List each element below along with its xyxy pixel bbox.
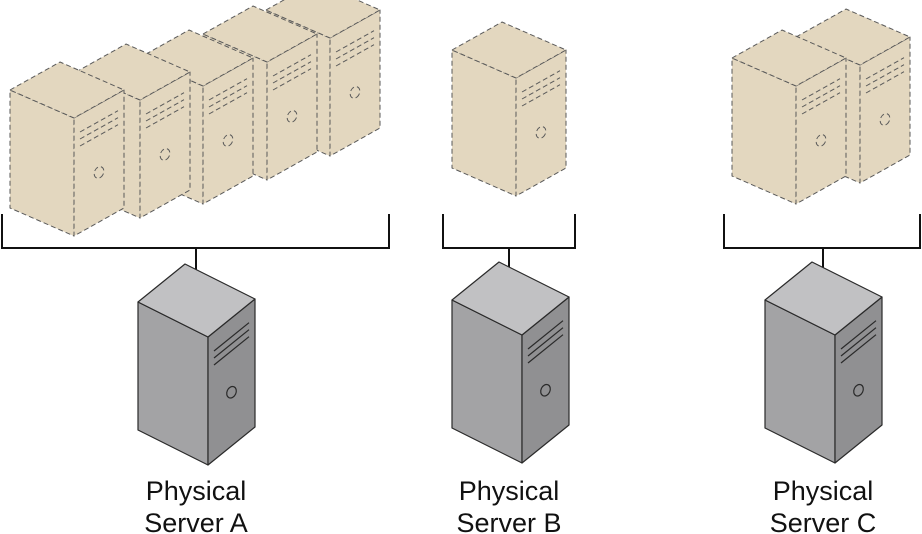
label-line-2: Server B: [456, 508, 561, 534]
physical-server-icon: [451, 261, 570, 464]
label-line-1: Physical: [146, 476, 247, 506]
physical-servers: [137, 261, 883, 466]
bracket: [442, 214, 576, 249]
bracket: [723, 214, 921, 249]
virtual-server-icon: [451, 21, 567, 197]
physical-server-icon: [137, 263, 256, 466]
label-physical-server-c: Physical Server C: [770, 476, 877, 534]
label-line-2: Server C: [770, 508, 877, 534]
virtual-servers: [9, 0, 911, 237]
label-physical-server-a: Physical Server A: [144, 476, 248, 534]
label-line-1: Physical: [773, 476, 874, 506]
label-line-1: Physical: [459, 476, 560, 506]
label-physical-server-b: Physical Server B: [456, 476, 561, 534]
virtual-server-icon: [731, 29, 847, 205]
label-line-2: Server A: [144, 508, 248, 534]
physical-server-icon: [764, 261, 883, 464]
virtual-server-icon: [9, 61, 125, 237]
